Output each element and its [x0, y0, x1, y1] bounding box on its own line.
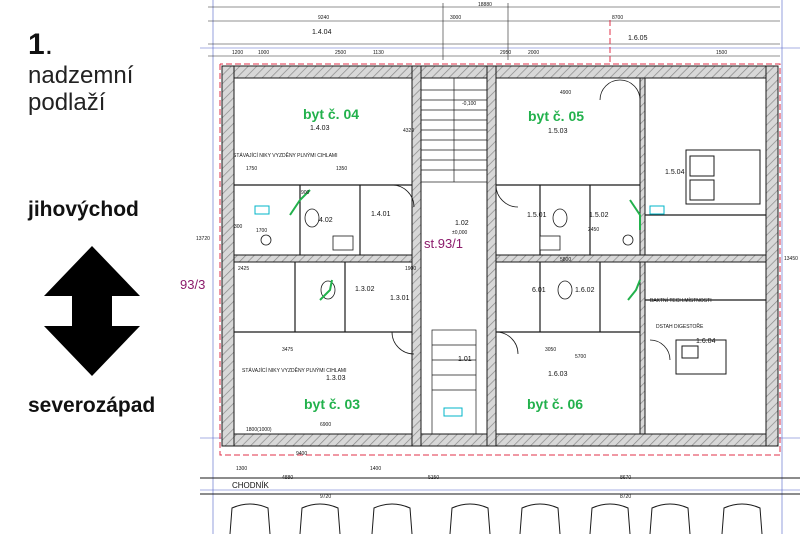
room-label: 1.5.03 — [548, 128, 568, 135]
dimension-text: 2500 — [335, 50, 346, 56]
dimension-text: 5700 — [575, 354, 586, 360]
room-label: 1.3.03 — [326, 375, 346, 382]
dimension-text: 1300 — [236, 466, 247, 472]
floor-plan-drawing: byt č. 04 byt č. 05 byt č. 03 byt č. 06 … — [180, 0, 800, 534]
dimension-text: 2450 — [588, 227, 599, 233]
dimension-text: 1750 — [246, 166, 257, 172]
floor-number-dot: . — [44, 28, 54, 61]
parcel-left-label: 93/3 — [180, 277, 205, 292]
dimension-text: 900 — [301, 190, 310, 196]
dimension-text: 300 — [234, 224, 243, 230]
dimension-text: 8700 — [612, 15, 623, 21]
sidewalk-label: CHODNÍK — [232, 481, 270, 490]
room-label: 1.5.04 — [665, 169, 685, 176]
room-label: 1.6.03 — [548, 371, 568, 378]
dimension-text: 9240 — [318, 15, 329, 21]
double-arrow-icon — [44, 246, 140, 376]
room-label: 1.01 — [458, 356, 472, 363]
dimension-text: 3475 — [282, 347, 293, 353]
direction-bottom: severozápad — [28, 394, 156, 417]
room-label: 4.02 — [319, 217, 333, 224]
dimension-text: 9400 — [296, 451, 307, 457]
grid-lines — [200, 0, 800, 534]
parcel-label: st.93/1 — [424, 236, 463, 251]
room-label: 1.6.02 — [575, 287, 595, 294]
level-mark: ±0,000 — [452, 230, 467, 236]
dimension-text: 2950 — [500, 50, 511, 56]
partitions — [234, 184, 766, 333]
dimension-text: 5150 — [428, 475, 439, 481]
dimension-text: 1800(1000) — [246, 427, 272, 433]
room-label: 1.6.05 — [628, 35, 648, 42]
tech-room-note: BAKTNÍ TECH.MÍSTNOSTI — [650, 297, 712, 304]
floor-label-line2: podlaží — [28, 89, 106, 116]
bed — [675, 149, 761, 375]
property-boundary — [219, 20, 781, 456]
legend-panel: 1. nadzemní podlaží jihovýchod severozáp… — [0, 0, 200, 534]
dimension-text: 4880 — [282, 475, 293, 481]
room-label: 1.5.02 — [589, 212, 609, 219]
dimension-text: 8670 — [620, 475, 631, 481]
apartment-06-label: byt č. 06 — [527, 396, 583, 412]
dimension-text: 1400 — [370, 466, 381, 472]
dimension-text: 3050 — [545, 347, 556, 353]
floor-plan: byt č. 04 byt č. 05 byt č. 03 byt č. 06 … — [180, 0, 800, 534]
dimension-text: 1000 — [258, 50, 269, 56]
dimension-text: 13720 — [196, 236, 210, 242]
level-mark: -0,100 — [462, 101, 476, 107]
room-label: 1.02 — [455, 220, 469, 227]
room-label: 1.3.01 — [390, 295, 410, 302]
room-label: 1.4.03 — [310, 125, 330, 132]
wall-note: STÁVAJÍCÍ NIKY VYZDĚNY PLNÝMI CIHLAMI — [242, 366, 346, 374]
staircase — [420, 77, 488, 435]
floor-label: nadzemní podlaží — [28, 62, 133, 116]
top-dimensions — [208, 3, 780, 60]
apartment-03-label: byt č. 03 — [304, 396, 360, 412]
parking — [200, 477, 800, 534]
floor-number-value: 1 — [28, 28, 45, 61]
dimension-text: 6900 — [320, 422, 331, 428]
walls — [221, 65, 779, 447]
wall-note: STÁVAJÍCÍ NIKY VYZDĚNY PLNÝMI CIHLAMI — [233, 151, 337, 159]
dimension-text: 1200 — [232, 50, 243, 56]
dimension-text: 5800 — [560, 257, 571, 263]
floor-number: 1. — [28, 30, 53, 60]
door-swings — [391, 79, 671, 361]
dimension-text: 1700 — [256, 228, 267, 234]
room-label: 1.5.01 — [527, 212, 547, 219]
dimension-text: 2000 — [528, 50, 539, 56]
room-label: 1.4.01 — [371, 211, 391, 218]
dimension-text: 1500 — [716, 50, 727, 56]
dimension-text: 3000 — [450, 15, 461, 21]
dimension-text: 4320 — [403, 128, 414, 134]
direction-top: jihovýchod — [28, 198, 139, 221]
dimension-text: 9720 — [320, 494, 331, 500]
dimension-text: 1130 — [373, 50, 384, 56]
sanitary-fixtures — [260, 208, 634, 300]
room-label: 1.4.04 — [312, 29, 332, 36]
cyan-marks — [254, 205, 665, 417]
digestor-note: DSTAH DIGESTOŘE — [656, 322, 704, 330]
dimension-text: 1350 — [336, 166, 347, 172]
room-label: 1.3.02 — [355, 286, 375, 293]
dimension-text: 1900 — [405, 266, 416, 272]
room-label: 1.6.04 — [696, 338, 716, 345]
dimension-text: 8720 — [620, 494, 631, 500]
apartment-05-label: byt č. 05 — [528, 108, 584, 124]
dimension-text: 18880 — [478, 2, 492, 8]
green-pipes — [289, 189, 641, 301]
dimension-text: 13450 — [784, 256, 798, 262]
apartment-04-label: byt č. 04 — [303, 106, 359, 122]
floor-label-line1: nadzemní — [28, 62, 134, 89]
dimension-text: 4900 — [560, 90, 571, 96]
dimension-text: 2425 — [238, 266, 249, 272]
room-label: 6.01 — [532, 287, 546, 294]
